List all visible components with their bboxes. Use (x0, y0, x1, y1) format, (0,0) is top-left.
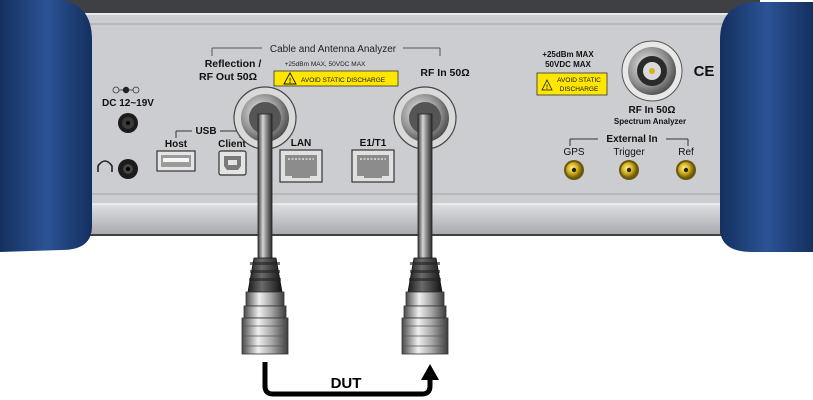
lan-label: LAN (291, 138, 312, 149)
sa-warning-triangle-icon: ! (541, 79, 553, 91)
ref-label: Ref (678, 147, 694, 158)
svg-text:AVOID STATIC: AVOID STATIC (557, 77, 601, 84)
usb-host-port[interactable] (156, 150, 196, 172)
e1t1-label: E1/T1 (360, 138, 387, 149)
ref-connector[interactable] (676, 160, 696, 180)
svg-text:AVOID STATIC DISCHARGE: AVOID STATIC DISCHARGE (301, 77, 386, 84)
sa-subtitle: Spectrum Analyzer (614, 117, 686, 126)
trigger-connector[interactable] (619, 160, 639, 180)
test-cable-left (241, 113, 289, 355)
dut-label: DUT (331, 375, 362, 392)
usb-label: USB (195, 126, 216, 137)
external-in-label: External In (606, 134, 657, 145)
section-title: Cable and Antenna Analyzer (270, 44, 397, 55)
sa-vdc-label: 50VDC MAX (545, 60, 591, 69)
spectrum-analyzer-rf-in-connector[interactable] (621, 40, 683, 102)
sa-max-label: +25dBm MAX (542, 50, 594, 59)
gps-label: GPS (563, 147, 584, 158)
e1t1-port[interactable] (351, 149, 395, 183)
dc-power-jack[interactable] (118, 113, 138, 133)
sa-rf-in-label: RF In 50Ω (629, 105, 676, 116)
trigger-label: Trigger (613, 147, 645, 158)
test-cable-right (401, 113, 449, 355)
left-bumper (0, 0, 92, 252)
svg-text:DISCHARGE: DISCHARGE (560, 86, 599, 93)
svg-text:!: ! (546, 85, 548, 91)
dut-arrow (262, 362, 439, 397)
ce-mark: CE (694, 63, 715, 80)
max-rating-label: +25dBm MAX, 50VDC MAX (285, 61, 366, 68)
right-bumper (720, 2, 813, 252)
rf-out-label: RF Out 50Ω (199, 71, 257, 83)
reflection-label: Reflection / (205, 58, 262, 70)
client-label: Client (218, 139, 246, 150)
gps-connector[interactable] (564, 160, 584, 180)
dc-label: DC 12~19V (102, 98, 154, 109)
lan-port[interactable] (279, 149, 323, 183)
dc-polarity-icon (112, 86, 140, 94)
static-warning-label: ! AVOID STATIC DISCHARGE (273, 70, 399, 87)
headphone-icon (97, 160, 113, 172)
warning-triangle-icon: ! (283, 72, 297, 85)
sa-static-warning-label: ! AVOID STATIC DISCHARGE (536, 72, 608, 96)
rf-in-label: RF In 50Ω (420, 67, 469, 79)
host-label: Host (165, 139, 188, 150)
headphone-jack[interactable] (118, 159, 138, 179)
arrow-head-icon (421, 364, 439, 380)
svg-text:!: ! (289, 78, 291, 85)
usb-client-port[interactable] (218, 150, 247, 176)
